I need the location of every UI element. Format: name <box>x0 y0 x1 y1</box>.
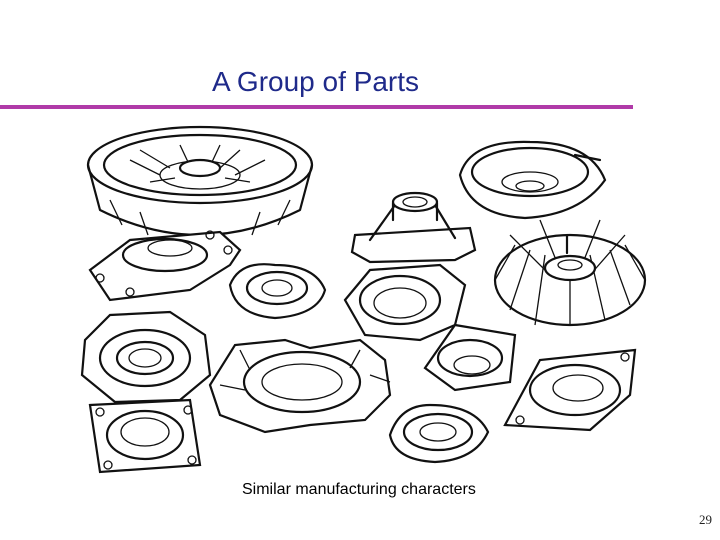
parts-illustration <box>80 125 647 474</box>
part-diamond-plate <box>503 348 637 432</box>
figure-caption: Similar manufacturing characters <box>242 481 476 498</box>
part-fan-wheel <box>86 125 314 236</box>
part-oval-plate <box>88 230 242 302</box>
part-square-bowl <box>423 323 517 392</box>
part-small-flange <box>388 403 490 464</box>
part-dish <box>458 140 607 220</box>
page-number: 29 <box>699 512 712 527</box>
part-ring-flange <box>343 263 467 342</box>
part-propeller <box>493 219 647 327</box>
part-nozzle <box>350 191 477 264</box>
slide-title: A Group of Parts <box>212 66 419 97</box>
part-round-flange <box>228 263 327 320</box>
part-square-flange <box>88 398 202 474</box>
part-frame <box>208 338 392 434</box>
title-underline <box>0 105 633 109</box>
part-octagon-flange <box>80 310 212 404</box>
